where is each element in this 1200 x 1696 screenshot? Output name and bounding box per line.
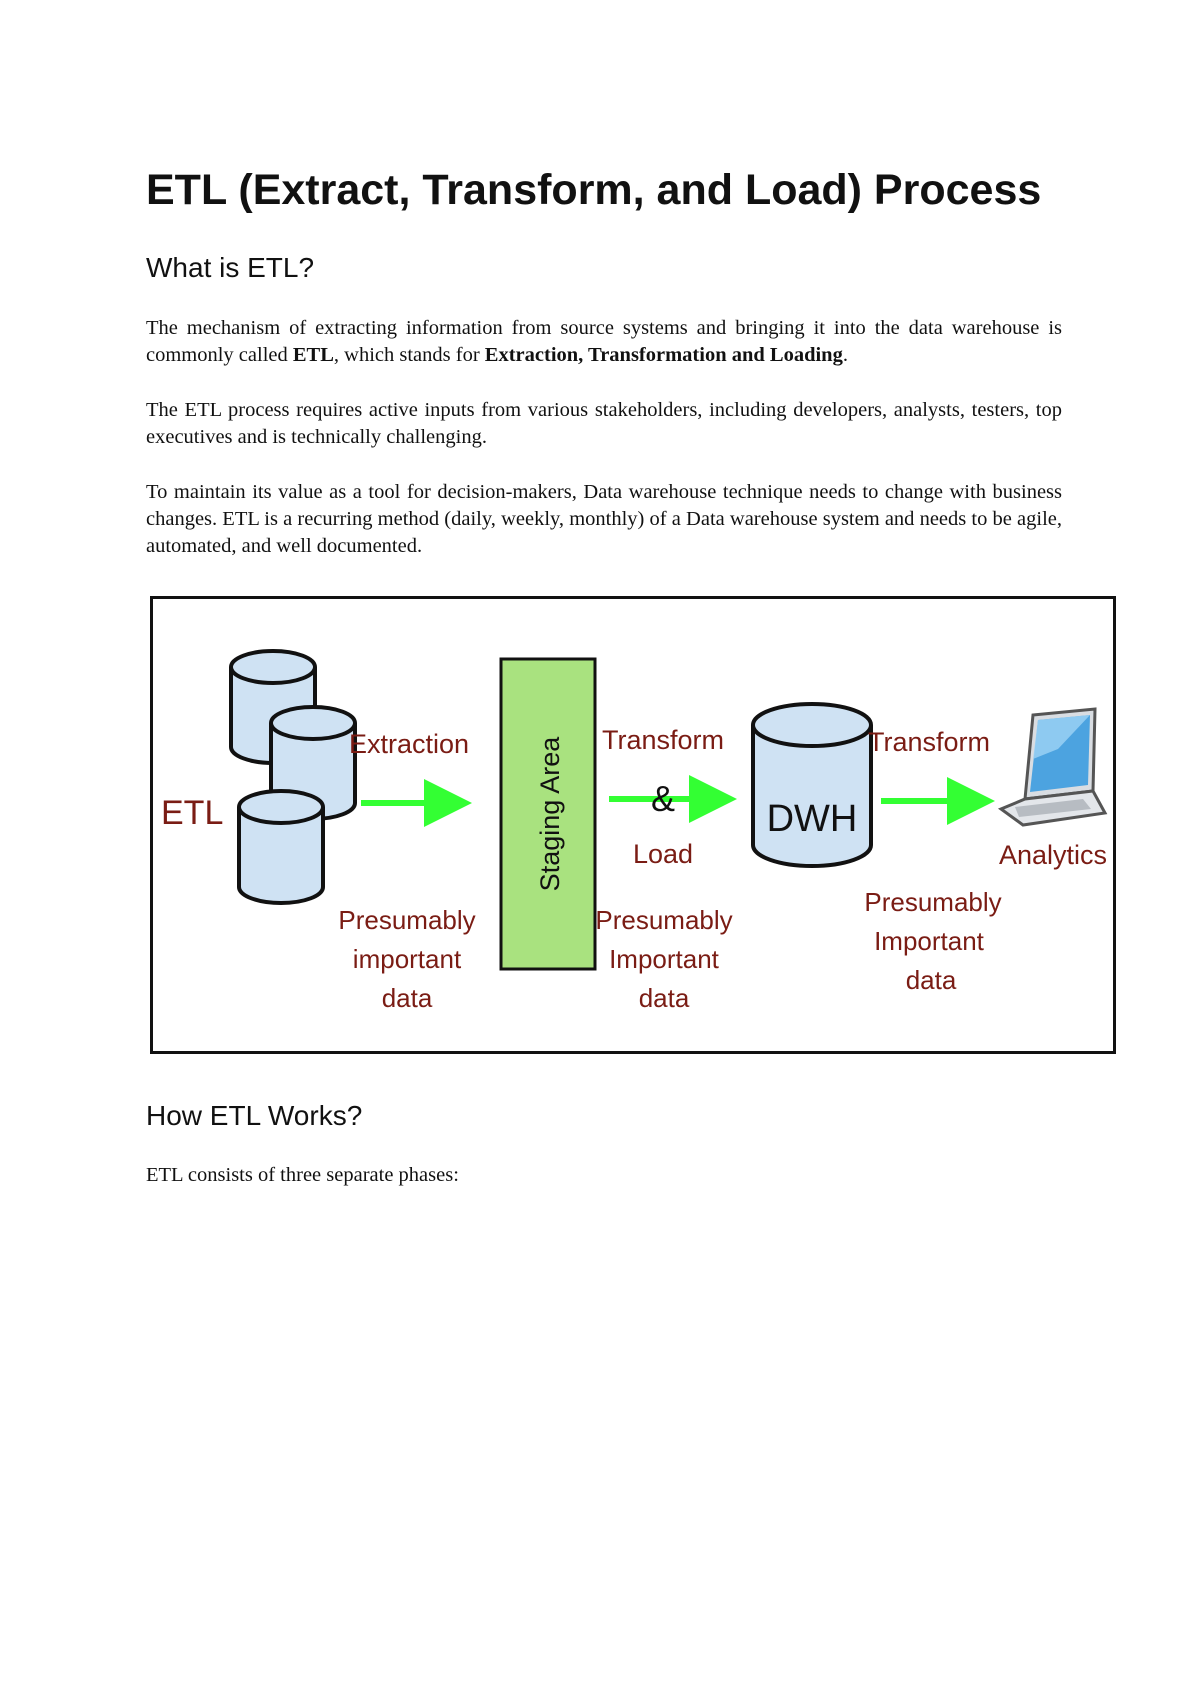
ampersand-label: & [651,778,675,819]
staging-note-line: Presumably [595,905,732,935]
laptop-icon [997,707,1108,827]
dwh-label: DWH [767,798,858,840]
data-warehouse-icon [751,702,873,868]
extraction-note-line: data [382,983,433,1013]
staging-area-label: Staging Area [535,736,565,892]
extraction-note-line: important [353,944,462,974]
paragraph-etl-phases: ETL consists of three separate phases: [146,1164,459,1186]
bold-term-etl: ETL [292,344,334,366]
staging-area-box [499,657,597,971]
paragraph-etl-definition: The mechanism of extracting information … [146,315,1062,369]
etl-process-diagram: ETL Extraction Presumably important data [150,596,1116,1054]
paragraph-etl-value: To maintain its value as a tool for deci… [146,481,1062,557]
page-title: ETL (Extract, Transform, and Load) Proce… [146,166,1042,214]
etl-diagram-svg: ETL Extraction Presumably important data [161,649,1108,1013]
extraction-note-line: Presumably [338,905,475,935]
dwh-note-line: data [906,965,957,995]
paragraph-text: , which stands for [333,344,485,366]
paragraph-text: . [842,344,848,366]
staging-note-line: data [639,983,690,1013]
section-heading-what-is-etl: What is ETL? [146,252,315,283]
staging-note-line: Important [609,944,720,974]
paragraph-text: The mechanism of extracting information … [146,317,1062,366]
dwh-note-line: Important [874,926,985,956]
etl-label: ETL [161,794,223,832]
bold-term-expansion: Extraction, Transformation and Loading [484,344,843,366]
paragraph-etl-stakeholders: The ETL process requires active inputs f… [146,399,1062,448]
transform-label: Transform [868,727,990,757]
extraction-label: Extraction [349,729,469,759]
analytics-label: Analytics [999,840,1107,870]
section-heading-how-etl-works: How ETL Works? [146,1100,363,1131]
source-database-icon [237,789,325,905]
load-label: Load [633,839,693,869]
transform-load-label: Transform [602,725,724,755]
dwh-note-line: Presumably [864,887,1001,917]
